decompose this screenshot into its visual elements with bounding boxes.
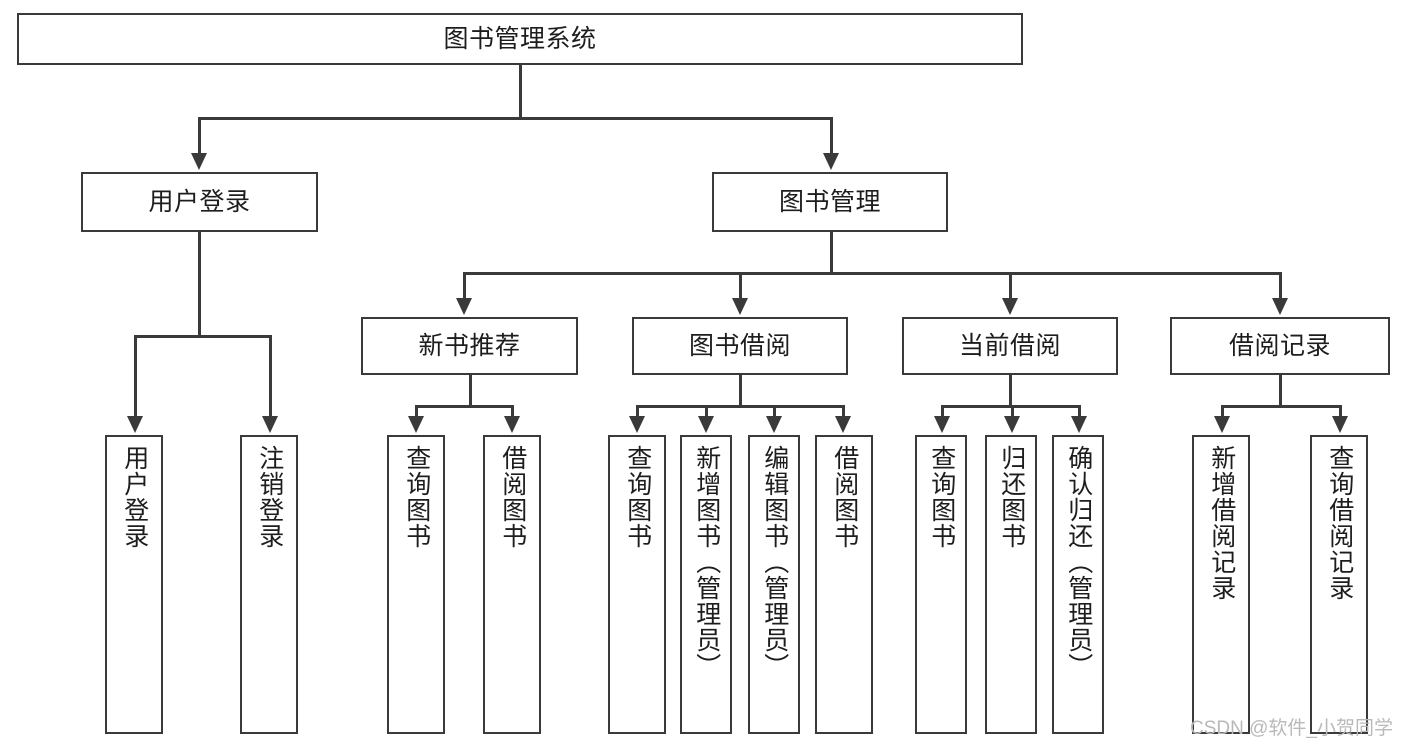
node-user-login[interactable]: 用户登录 [81, 172, 318, 232]
arrowhead-l2c-to-leaf3 [1071, 416, 1087, 433]
edge-l2b-to-leaf2 [705, 405, 708, 418]
edge-root-bus [198, 117, 832, 120]
edge-n2-to-l2a [463, 272, 466, 300]
leaf-query-book-current[interactable]: 查询图书 [915, 435, 967, 734]
edge-n1-bus [134, 335, 270, 338]
edge-l2b-to-leaf4 [842, 405, 845, 418]
node-root[interactable]: 图书管理系统 [17, 13, 1023, 65]
edge-root-to-n2 [830, 117, 833, 155]
edge-root-to-n1 [198, 117, 201, 155]
leaf-borrow-book[interactable]: 借阅图书 [815, 435, 873, 734]
leaf-query-borrow-record[interactable]: 查询借阅记录 [1310, 435, 1368, 734]
edge-n1-to-leaf2 [269, 335, 272, 418]
arrowhead-l2c-to-leaf1 [934, 416, 950, 433]
edge-n1-stem [198, 232, 201, 335]
leaf-add-borrow-record[interactable]: 新增借阅记录 [1192, 435, 1250, 734]
leaf-user-login-label: 用户登录 [120, 445, 149, 549]
edge-l2d-to-leaf1 [1221, 405, 1224, 418]
arrowhead-n2-to-l2c [1002, 298, 1018, 315]
arrowhead-l2d-to-leaf1 [1214, 416, 1230, 433]
edge-l2c-to-leaf2 [1011, 405, 1014, 418]
node-book-management[interactable]: 图书管理 [712, 172, 948, 232]
edge-l2a-bus [415, 405, 513, 408]
node-user-login-label: 用户登录 [148, 187, 251, 216]
edge-n2-to-l2d [1279, 272, 1282, 300]
leaf-logout[interactable]: 注销登录 [240, 435, 298, 734]
leaf-confirm-return-admin[interactable]: 确认归还（管理员） [1052, 435, 1104, 734]
edge-l2b-to-leaf3 [773, 405, 776, 418]
node-borrow-record[interactable]: 借阅记录 [1170, 317, 1390, 375]
leaf-edit-book-admin-label: 编辑图书（管理员） [760, 445, 789, 679]
leaf-user-login[interactable]: 用户登录 [105, 435, 163, 734]
arrowhead-l2b-to-leaf2 [698, 416, 714, 433]
arrowhead-l2a-to-leaf2 [504, 416, 520, 433]
arrowhead-l2b-to-leaf3 [766, 416, 782, 433]
leaf-query-book-current-label: 查询图书 [927, 445, 956, 549]
arrowhead-n1-to-leaf2 [262, 416, 278, 433]
edge-l2c-to-leaf1 [941, 405, 944, 418]
edge-root-stem [519, 65, 522, 117]
node-current-borrow[interactable]: 当前借阅 [902, 317, 1118, 375]
leaf-add-book-admin-label: 新增图书（管理员） [692, 445, 721, 679]
node-new-book-recommend-label: 新书推荐 [418, 331, 521, 360]
node-current-borrow-label: 当前借阅 [958, 331, 1061, 360]
arrowhead-root-to-n2 [823, 153, 839, 170]
leaf-return-book[interactable]: 归还图书 [985, 435, 1037, 734]
leaf-borrow-book-recommend-label: 借阅图书 [498, 445, 527, 549]
edge-l2d-to-leaf2 [1339, 405, 1342, 418]
leaf-confirm-return-admin-label: 确认归还（管理员） [1064, 445, 1093, 679]
node-new-book-recommend[interactable]: 新书推荐 [361, 317, 578, 375]
edge-n1-to-leaf1 [134, 335, 137, 418]
edge-l2c-to-leaf3 [1078, 405, 1081, 418]
arrowhead-n2-to-l2d [1272, 298, 1288, 315]
arrowhead-l2d-to-leaf2 [1332, 416, 1348, 433]
leaf-query-book-borrow[interactable]: 查询图书 [608, 435, 666, 734]
leaf-query-book-recommend[interactable]: 查询图书 [387, 435, 445, 734]
arrowhead-l2c-to-leaf2 [1004, 416, 1020, 433]
leaf-borrow-book-label: 借阅图书 [830, 445, 859, 549]
edge-l2a-stem [469, 375, 472, 405]
edge-n2-to-l2b [739, 272, 742, 300]
leaf-edit-book-admin[interactable]: 编辑图书（管理员） [748, 435, 800, 734]
arrowhead-n2-to-l2a [456, 298, 472, 315]
arrowhead-l2b-to-leaf1 [629, 416, 645, 433]
node-book-management-label: 图书管理 [778, 187, 881, 216]
edge-n2-stem [830, 232, 833, 272]
node-book-borrow[interactable]: 图书借阅 [632, 317, 848, 375]
leaf-add-borrow-record-label: 新增借阅记录 [1207, 445, 1236, 601]
node-root-label: 图书管理系统 [443, 24, 597, 53]
node-book-borrow-label: 图书借阅 [688, 331, 791, 360]
arrowhead-l2b-to-leaf4 [835, 416, 851, 433]
leaf-query-book-recommend-label: 查询图书 [402, 445, 431, 549]
edge-l2c-stem [1009, 375, 1012, 405]
edge-l2a-to-leaf2 [511, 405, 514, 418]
arrowhead-root-to-n1 [191, 153, 207, 170]
leaf-query-book-borrow-label: 查询图书 [623, 445, 652, 549]
leaf-query-borrow-record-label: 查询借阅记录 [1325, 445, 1354, 601]
edge-l2b-stem [739, 375, 742, 405]
csdn-watermark: CSDN @软件_小贺同学 [1190, 718, 1393, 739]
leaf-add-book-admin[interactable]: 新增图书（管理员） [680, 435, 732, 734]
arrowhead-l2a-to-leaf1 [408, 416, 424, 433]
edge-n2-to-l2c [1009, 272, 1012, 300]
leaf-borrow-book-recommend[interactable]: 借阅图书 [483, 435, 541, 734]
arrowhead-n2-to-l2b [732, 298, 748, 315]
edge-l2b-bus [636, 405, 844, 408]
edge-l2a-to-leaf1 [415, 405, 418, 418]
edge-l2d-stem [1279, 375, 1282, 405]
leaf-logout-label: 注销登录 [255, 445, 284, 549]
arrowhead-n1-to-leaf1 [127, 416, 143, 433]
edge-l2b-to-leaf1 [636, 405, 639, 418]
edge-n2-bus [463, 272, 1280, 275]
leaf-return-book-label: 归还图书 [997, 445, 1026, 549]
edge-l2d-bus [1221, 405, 1339, 408]
node-borrow-record-label: 借阅记录 [1228, 331, 1331, 360]
